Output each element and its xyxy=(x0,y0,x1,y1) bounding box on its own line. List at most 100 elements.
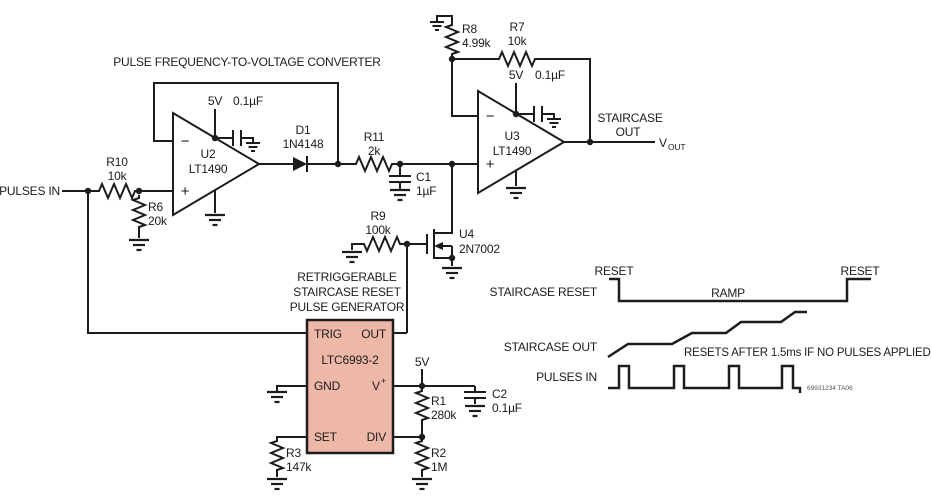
capacitor-u3-bypass-symbol xyxy=(516,106,555,122)
u4-part: 2N7002 xyxy=(459,242,500,256)
u2-supply-cap-label: 0.1µF xyxy=(233,94,263,108)
u3-supply-5v-label: 5V xyxy=(509,68,523,82)
d1-ref: D1 xyxy=(296,123,311,137)
converter-stage: PULSES IN R10 10k R6 20k − + U2 LT1490 5… xyxy=(0,82,478,252)
r2-value: 1M xyxy=(431,460,447,474)
pulse-generator-stage: RETRIGGERABLE STAIRCASE RESET PULSE GENE… xyxy=(87,191,522,491)
r8-value: 4.99k xyxy=(462,36,492,50)
resistor-r6-symbol xyxy=(130,195,148,238)
wire xyxy=(434,164,453,234)
feedback-wire xyxy=(153,82,339,164)
r9-ref: R9 xyxy=(371,209,386,223)
opamp-u3-symbol xyxy=(477,89,566,195)
r7-ref: R7 xyxy=(510,20,525,34)
u2-inverting-input: − xyxy=(181,133,190,150)
r1-ref: R1 xyxy=(431,394,446,408)
pin-vplus: V xyxy=(372,379,380,393)
r3-value: 147k xyxy=(286,460,312,474)
block-part-number: LTC6993-2 xyxy=(321,353,379,367)
vout-label: V xyxy=(659,136,667,150)
capacitor-u2-bypass-symbol xyxy=(215,130,254,146)
resistor-r2-symbol xyxy=(413,437,431,477)
u4-ref: U4 xyxy=(459,227,474,241)
waveform-label-staircase-out: STAIRCASE OUT xyxy=(504,340,598,354)
u2-ref: U2 xyxy=(201,147,216,161)
diode-d1-symbol xyxy=(293,157,307,171)
staircase-out-node-label-1: STAIRCASE xyxy=(597,111,663,125)
c2-value: 0.1µF xyxy=(492,401,522,415)
wire xyxy=(451,59,478,117)
ground-symbol xyxy=(504,186,528,200)
capacitor-c2-symbol xyxy=(464,386,486,404)
generator-caption-1: RETRIGGERABLE xyxy=(297,270,397,284)
ground-symbol xyxy=(265,390,289,404)
ground-symbol xyxy=(463,404,487,418)
r3-ref: R3 xyxy=(286,446,301,460)
resistor-r10-symbol xyxy=(95,181,139,201)
output-stage: R8 4.99k R7 10k − + U3 LT1490 5V 0.1µF S… xyxy=(429,15,686,200)
c1-value: 1µF xyxy=(416,184,436,198)
ground-symbol xyxy=(127,238,151,252)
r10-value: 10k xyxy=(108,169,128,183)
resistor-r11-symbol xyxy=(338,154,478,174)
reset-switch: U4 2N7002 R9 100k xyxy=(340,160,501,333)
waveform-label-pulses-in: PULSES IN xyxy=(536,370,597,384)
junction-dot xyxy=(448,254,456,262)
pin-gnd: GND xyxy=(314,379,341,393)
ramp-annotation: RAMP xyxy=(711,286,745,300)
mosfet-u4-arrow xyxy=(434,242,443,250)
circuit-title: PULSE FREQUENCY-TO-VOLTAGE CONVERTER xyxy=(113,55,381,69)
reset-annotation-right: RESET xyxy=(840,264,880,278)
u3-part: LT1490 xyxy=(493,144,532,158)
waveform-diagram: STAIRCASE RESET RESET RESET RAMP STAIRCA… xyxy=(490,264,931,393)
wire xyxy=(276,385,307,392)
resistor-r9-symbol xyxy=(351,234,404,254)
u2-part: LT1490 xyxy=(189,162,228,176)
r1-value: 280k xyxy=(431,408,457,422)
pin-vplus-superscript: + xyxy=(381,376,386,386)
figure-id: 69931234 TA06 xyxy=(807,385,853,392)
capacitor-c1-symbol xyxy=(389,164,411,190)
waveform-label-staircase-reset: STAIRCASE RESET xyxy=(490,285,598,299)
staircase-out-node-label-2: OUT xyxy=(616,125,642,139)
staircase-out-note: RESETS AFTER 1.5ms IF NO PULSES APPLIED xyxy=(684,347,931,359)
vout-subscript: OUT xyxy=(668,142,685,152)
generator-caption-3: PULSE GENERATOR xyxy=(290,300,405,314)
wire xyxy=(87,191,307,334)
pin-set: SET xyxy=(314,430,338,444)
d1-value: 1N4148 xyxy=(283,137,324,151)
ground-symbol xyxy=(440,266,464,280)
generator-5v-label: 5V xyxy=(415,355,429,369)
c1-ref: C1 xyxy=(416,170,431,184)
pin-trig: TRIG xyxy=(314,327,342,341)
ltc6993-block xyxy=(305,318,395,455)
u3-ref: U3 xyxy=(505,129,520,143)
resistor-r1-symbol xyxy=(413,386,431,437)
pulses-in-label: PULSES IN xyxy=(0,184,60,198)
r11-value: 2k xyxy=(368,144,381,158)
ground-symbol xyxy=(410,477,434,491)
reset-annotation-left: RESET xyxy=(594,264,634,278)
u2-supply-5v-label: 5V xyxy=(208,94,222,108)
ground-symbol xyxy=(429,21,445,31)
ground-symbol xyxy=(340,250,364,264)
r6-value: 20k xyxy=(148,214,168,228)
u3-noninverting-input: + xyxy=(486,156,495,173)
staircase-reset-trace xyxy=(609,277,871,303)
ground-symbol xyxy=(388,188,412,202)
r10-ref: R10 xyxy=(106,155,128,169)
staircase-out-trace xyxy=(607,310,807,359)
pulses-in-trace xyxy=(608,364,802,393)
resistor-r7-symbol xyxy=(452,49,591,142)
mosfet-u4-symbol xyxy=(426,229,435,259)
r7-value: 10k xyxy=(508,34,528,48)
pin-out: OUT xyxy=(361,327,387,341)
ground-symbol xyxy=(546,118,562,128)
r2-ref: R2 xyxy=(431,446,446,460)
pin-div: DIV xyxy=(367,430,387,444)
ground-symbol xyxy=(203,213,227,227)
u2-noninverting-input: + xyxy=(181,183,190,200)
r8-ref: R8 xyxy=(462,22,477,36)
